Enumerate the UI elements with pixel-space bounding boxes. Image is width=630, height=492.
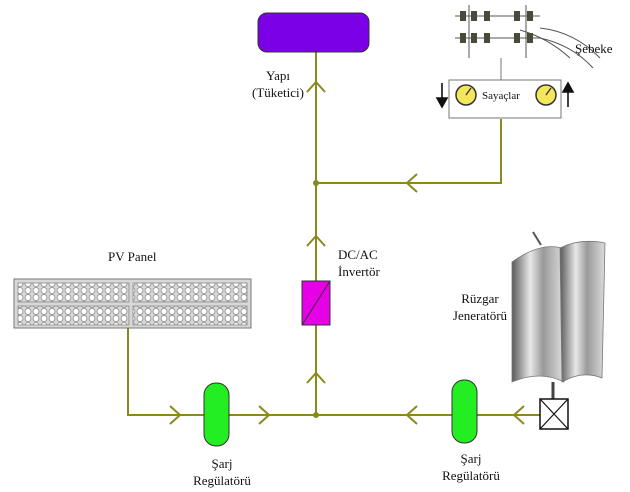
wire-grid-branch bbox=[316, 119, 502, 184]
junction-dot-grid bbox=[313, 180, 319, 186]
charge-regulator-left bbox=[203, 382, 230, 447]
arrow-left-right-2 bbox=[512, 405, 525, 425]
grid-label: Şebeke bbox=[575, 41, 613, 56]
meter-left-needle bbox=[465, 87, 472, 96]
inverter-icon bbox=[301, 280, 331, 326]
charge-regulator-right-label-line2: Regülatörü bbox=[442, 468, 500, 483]
arrow-left-grid bbox=[405, 173, 418, 193]
wire-bottom-bus bbox=[127, 325, 540, 416]
charge-regulator-left-label: Şarj Regülatörü bbox=[187, 455, 257, 489]
junction-dot-bus bbox=[313, 412, 319, 418]
inverter-label-line2: İnvertör bbox=[338, 264, 380, 279]
generator-box-icon bbox=[539, 398, 569, 430]
arrow-up-top bbox=[306, 80, 326, 93]
inverter-label: DC/AC İnvertör bbox=[338, 246, 380, 280]
arrow-up-mid bbox=[306, 234, 326, 247]
flow-arrows bbox=[169, 80, 525, 425]
building-label-line1: Yapı bbox=[266, 68, 290, 83]
arrow-left-right-1 bbox=[405, 405, 418, 425]
building-block bbox=[257, 12, 370, 53]
pv-panel-icon bbox=[13, 278, 252, 329]
arrow-down-icon bbox=[435, 83, 449, 109]
pv-panel-label: PV Panel bbox=[108, 249, 157, 264]
wind-generator-label: Rüzgar Jeneratörü bbox=[445, 290, 515, 324]
arrow-right-left-2 bbox=[258, 405, 271, 425]
wind-turbine-icon bbox=[511, 231, 606, 399]
wind-generator-label-line2: Jeneratörü bbox=[452, 308, 508, 323]
grid-tower-icon bbox=[455, 5, 601, 69]
building-label-line2: (Tüketici) bbox=[252, 85, 304, 100]
arrow-up-bottom bbox=[306, 371, 326, 384]
wires bbox=[127, 52, 540, 416]
charge-regulator-right-label: Şarj Regülatörü bbox=[436, 450, 506, 484]
meters-label: Sayaçlar bbox=[482, 90, 520, 102]
charge-regulator-right-label-line1: Şarj bbox=[460, 451, 482, 466]
arrow-right-left-1 bbox=[169, 405, 182, 425]
inverter-label-line1: DC/AC bbox=[338, 247, 378, 262]
charge-regulator-left-label-line1: Şarj bbox=[211, 456, 233, 471]
arrow-up-icon bbox=[561, 81, 575, 107]
insulators bbox=[460, 11, 533, 43]
meter-right-needle bbox=[545, 87, 552, 96]
charge-regulator-right bbox=[451, 379, 478, 444]
wind-generator-label-line1: Rüzgar bbox=[461, 291, 499, 306]
charge-regulator-left-label-line2: Regülatörü bbox=[193, 473, 251, 488]
building-label: Yapı (Tüketici) bbox=[246, 67, 310, 101]
